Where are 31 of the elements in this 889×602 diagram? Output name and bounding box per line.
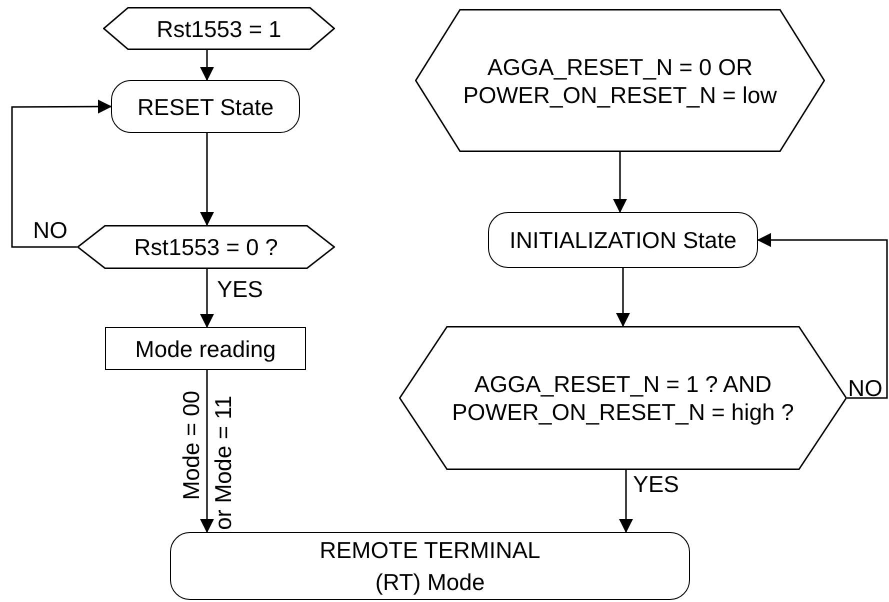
arrow	[200, 133, 214, 226]
arrow	[200, 370, 214, 533]
edge-label: NO	[33, 217, 68, 243]
arrow	[200, 269, 214, 328]
node-text: RESET State	[137, 92, 274, 120]
node-text: AGGA_RESET_N = 0 OR POWER_ON_RESET_N = low	[462, 52, 778, 108]
process-box	[105, 327, 306, 370]
state-box	[170, 532, 690, 600]
node-text: Rst1553 = 1	[156, 14, 282, 42]
edge-label: YES	[633, 471, 680, 497]
state-box	[111, 80, 300, 133]
arrow	[613, 152, 627, 213]
state-box	[488, 212, 758, 268]
edge-label: Mode = 00	[178, 390, 204, 500]
condition-hexagon	[415, 9, 825, 152]
arrow	[757, 233, 888, 399]
edge-label: YES	[217, 276, 264, 302]
condition-hexagon	[77, 225, 335, 269]
condition-hexagon	[103, 7, 335, 50]
edge-label: NO	[848, 375, 882, 401]
arrow	[200, 50, 214, 81]
condition-label: or Mode = 11	[210, 396, 236, 530]
node-text: AGGA_RESET_N = 1 ? AND POWER_ON_RESET_N = high ?	[451, 370, 795, 426]
arrow	[619, 470, 633, 533]
node-text: INITIALIZATION State	[509, 226, 737, 254]
node-text: Mode reading	[135, 334, 276, 362]
arrow	[11, 100, 112, 248]
arrow	[616, 268, 630, 327]
node-text: Rst1553 = 0 ?	[134, 233, 278, 261]
node-text: REMOTE TERMINAL (RT) Mode	[318, 536, 542, 597]
condition-hexagon	[399, 326, 847, 470]
